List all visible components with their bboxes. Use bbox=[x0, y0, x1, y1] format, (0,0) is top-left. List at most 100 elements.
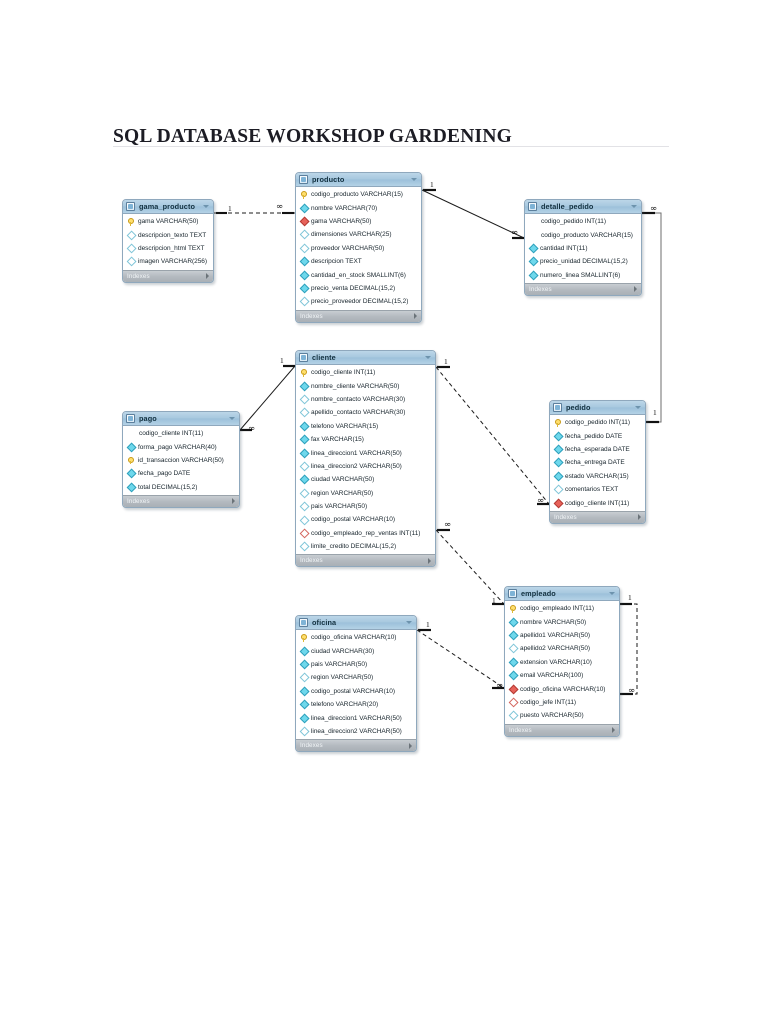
table-column[interactable]: limite_credito DECIMAL(15,2) bbox=[296, 540, 435, 553]
table-column[interactable]: id_transaccion VARCHAR(50) bbox=[123, 454, 239, 467]
table-column[interactable]: nombre VARCHAR(70) bbox=[296, 201, 421, 214]
table-column[interactable]: descripcion_html TEXT bbox=[123, 242, 213, 255]
chevron-right-icon[interactable] bbox=[206, 273, 209, 280]
table-column[interactable]: ciudad VARCHAR(50) bbox=[296, 473, 435, 486]
table-column[interactable]: codigo_producto VARCHAR(15) bbox=[296, 188, 421, 201]
table-column[interactable]: apellido2 VARCHAR(50) bbox=[505, 642, 619, 655]
table-indexes-footer[interactable]: Indexes bbox=[296, 554, 435, 567]
chevron-down-icon[interactable] bbox=[229, 417, 235, 420]
chevron-right-icon[interactable] bbox=[612, 727, 615, 734]
table-column[interactable]: codigo_pedido INT(11) bbox=[525, 215, 641, 228]
chevron-down-icon[interactable] bbox=[406, 621, 412, 624]
table-indexes-footer[interactable]: Indexes bbox=[550, 510, 645, 523]
table-column[interactable]: codigo_postal VARCHAR(10) bbox=[296, 685, 416, 698]
table-column[interactable]: estado VARCHAR(15) bbox=[550, 470, 645, 483]
chevron-down-icon[interactable] bbox=[635, 406, 641, 409]
table-indexes-footer[interactable]: Indexes bbox=[296, 739, 416, 752]
table-column[interactable]: ciudad VARCHAR(30) bbox=[296, 644, 416, 657]
chevron-down-icon[interactable] bbox=[609, 592, 615, 595]
table-column[interactable]: fecha_entrega DATE bbox=[550, 456, 645, 469]
table-column[interactable]: codigo_cliente INT(11) bbox=[296, 366, 435, 379]
table-column[interactable]: pais VARCHAR(50) bbox=[296, 658, 416, 671]
table-column[interactable]: nombre VARCHAR(50) bbox=[505, 615, 619, 628]
table-column[interactable]: codigo_pedido INT(11) bbox=[550, 416, 645, 429]
table-column[interactable]: forma_pago VARCHAR(40) bbox=[123, 440, 239, 453]
table-column[interactable]: total DECIMAL(15,2) bbox=[123, 481, 239, 494]
table-column[interactable]: linea_direccion1 VARCHAR(50) bbox=[296, 711, 416, 724]
table-column[interactable]: codigo_cliente INT(11) bbox=[550, 496, 645, 509]
table-header-detalle_pedido[interactable]: detalle_pedido bbox=[525, 200, 641, 214]
table-column[interactable]: proveedor VARCHAR(50) bbox=[296, 242, 421, 255]
table-header-oficina[interactable]: oficina bbox=[296, 616, 416, 630]
table-header-pago[interactable]: pago bbox=[123, 412, 239, 426]
table-column[interactable]: numero_linea SMALLINT(6) bbox=[525, 269, 641, 282]
table-column[interactable]: apellido1 VARCHAR(50) bbox=[505, 629, 619, 642]
chevron-right-icon[interactable] bbox=[409, 742, 412, 749]
table-column[interactable]: codigo_empleado INT(11) bbox=[505, 602, 619, 615]
table-column[interactable]: nombre_contacto VARCHAR(30) bbox=[296, 393, 435, 406]
table-column[interactable]: fax VARCHAR(15) bbox=[296, 433, 435, 446]
table-column[interactable]: imagen VARCHAR(256) bbox=[123, 255, 213, 268]
table-column[interactable]: puesto VARCHAR(50) bbox=[505, 709, 619, 722]
table-header-gama_producto[interactable]: gama_producto bbox=[123, 200, 213, 214]
table-column[interactable]: region VARCHAR(50) bbox=[296, 487, 435, 500]
table-column[interactable]: fecha_pedido DATE bbox=[550, 429, 645, 442]
chevron-right-icon[interactable] bbox=[414, 313, 417, 320]
table-indexes-footer[interactable]: Indexes bbox=[525, 282, 641, 295]
table-column[interactable]: linea_direccion1 VARCHAR(50) bbox=[296, 446, 435, 459]
chevron-right-icon[interactable] bbox=[634, 286, 637, 293]
table-column[interactable]: email VARCHAR(100) bbox=[505, 669, 619, 682]
table-column[interactable]: codigo_oficina VARCHAR(10) bbox=[296, 631, 416, 644]
table-indexes-footer[interactable]: Indexes bbox=[123, 494, 239, 507]
table-column[interactable]: codigo_producto VARCHAR(15) bbox=[525, 228, 641, 241]
table-column[interactable]: fecha_pago DATE bbox=[123, 467, 239, 480]
table-column[interactable]: codigo_postal VARCHAR(10) bbox=[296, 513, 435, 526]
table-column[interactable]: apellido_contacto VARCHAR(30) bbox=[296, 406, 435, 419]
table-column[interactable]: cantidad_en_stock SMALLINT(6) bbox=[296, 268, 421, 281]
table-column[interactable]: telefono VARCHAR(20) bbox=[296, 698, 416, 711]
table-column[interactable]: nombre_cliente VARCHAR(50) bbox=[296, 379, 435, 392]
table-column[interactable]: linea_direccion2 VARCHAR(50) bbox=[296, 725, 416, 738]
table-column[interactable]: comentarios TEXT bbox=[550, 483, 645, 496]
table-column[interactable]: precio_unidad DECIMAL(15,2) bbox=[525, 255, 641, 268]
table-column[interactable]: codigo_empleado_rep_ventas INT(11) bbox=[296, 527, 435, 540]
table-column[interactable]: fecha_esperada DATE bbox=[550, 443, 645, 456]
chevron-right-icon[interactable] bbox=[428, 557, 431, 564]
table-column[interactable]: gama VARCHAR(50) bbox=[123, 215, 213, 228]
chevron-right-icon[interactable] bbox=[232, 498, 235, 505]
table-column[interactable]: telefono VARCHAR(15) bbox=[296, 420, 435, 433]
table-column[interactable]: gama VARCHAR(50) bbox=[296, 215, 421, 228]
table-column[interactable]: region VARCHAR(50) bbox=[296, 671, 416, 684]
table-header-empleado[interactable]: empleado bbox=[505, 587, 619, 601]
table-column[interactable]: precio_proveedor DECIMAL(15,2) bbox=[296, 295, 421, 308]
table-indexes-footer[interactable]: Indexes bbox=[505, 723, 619, 736]
table-column[interactable]: extension VARCHAR(10) bbox=[505, 656, 619, 669]
table-column[interactable]: codigo_cliente INT(11) bbox=[123, 427, 239, 440]
table-header-producto[interactable]: producto bbox=[296, 173, 421, 187]
table-column[interactable]: codigo_jefe INT(11) bbox=[505, 696, 619, 709]
chevron-down-icon[interactable] bbox=[203, 205, 209, 208]
table-column[interactable]: cantidad INT(11) bbox=[525, 242, 641, 255]
chevron-down-icon[interactable] bbox=[425, 356, 431, 359]
table-header-cliente[interactable]: cliente bbox=[296, 351, 435, 365]
table-indexes-footer[interactable]: Indexes bbox=[296, 309, 421, 322]
table-column[interactable]: dimensiones VARCHAR(25) bbox=[296, 228, 421, 241]
table-column[interactable]: descripcion TEXT bbox=[296, 255, 421, 268]
chevron-down-icon[interactable] bbox=[631, 205, 637, 208]
table-column[interactable]: precio_venta DECIMAL(15,2) bbox=[296, 282, 421, 295]
chevron-right-icon[interactable] bbox=[638, 514, 641, 521]
table-header-pedido[interactable]: pedido bbox=[550, 401, 645, 415]
chevron-down-icon[interactable] bbox=[411, 178, 417, 181]
table-column[interactable]: linea_direccion2 VARCHAR(50) bbox=[296, 460, 435, 473]
table-column[interactable]: codigo_oficina VARCHAR(10) bbox=[505, 682, 619, 695]
table-column[interactable]: pais VARCHAR(50) bbox=[296, 500, 435, 513]
table-column[interactable]: descripcion_texto TEXT bbox=[123, 228, 213, 241]
